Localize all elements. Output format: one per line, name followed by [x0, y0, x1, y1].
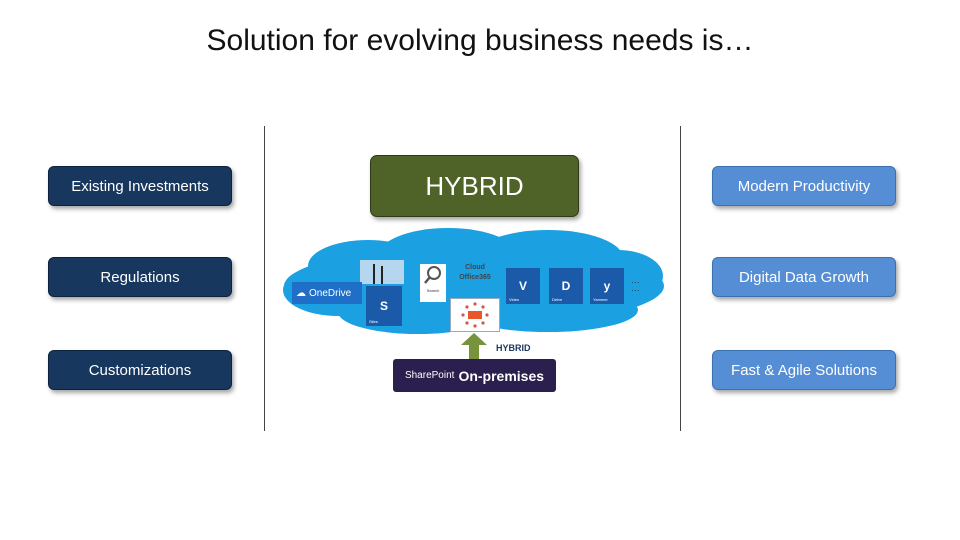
cloud-office365: ☁ OneDrive S Sites Search Cloud Office36…	[278, 228, 670, 340]
left-divider	[264, 126, 265, 431]
onprem-prefix: SharePoint	[404, 370, 455, 381]
right-item-digital-data-growth: Digital Data Growth	[712, 257, 896, 297]
slide-title: Solution for evolving business needs is…	[206, 24, 754, 57]
left-item-customizations: Customizations	[48, 350, 232, 390]
sites-caption: Sites	[369, 319, 378, 324]
delve-tile: D Delve	[549, 268, 583, 304]
search-caption: Search	[426, 288, 440, 293]
onedrive-label: OneDrive	[309, 287, 352, 299]
hybrid-box: HYBRID	[370, 155, 579, 217]
delve-caption: Delve	[552, 297, 563, 302]
up-arrow-icon	[461, 333, 487, 359]
yammer-caption: Yammer	[593, 297, 608, 302]
cloud-office365-label: Cloud Office365	[455, 263, 495, 283]
yammer-tile: y Yammer	[590, 268, 624, 304]
onedrive-cloud-icon: ☁	[296, 287, 306, 299]
right-item-modern-productivity: Modern Productivity	[712, 166, 896, 206]
cloud-label-line1: Cloud	[465, 264, 485, 271]
arrow-hybrid-label: HYBRID	[496, 343, 531, 353]
ellipsis-top: …	[631, 275, 640, 285]
sharepoint-icon: S	[379, 299, 388, 313]
left-item-regulations: Regulations	[48, 257, 232, 297]
ellipsis-bottom: …	[631, 283, 640, 293]
video-caption: Video	[509, 297, 520, 302]
more-ellipsis: … …	[631, 275, 640, 293]
video-tile: V Video	[506, 268, 540, 304]
search-tile: Search	[420, 264, 446, 302]
video-icon: V	[518, 279, 527, 293]
office365-box	[450, 298, 500, 332]
cloud-label-line2: Office365	[459, 274, 491, 281]
yammer-icon: y	[603, 279, 611, 293]
search-icon	[424, 266, 441, 284]
delve-icon: D	[561, 279, 571, 293]
office365-icon	[461, 302, 489, 328]
sites-tile: S Sites	[366, 286, 402, 326]
onprem-main: On-premises	[458, 367, 545, 384]
onedrive-tile: ☁ OneDrive	[292, 282, 362, 304]
right-item-fast-agile-solutions: Fast & Agile Solutions	[712, 350, 896, 390]
right-divider	[680, 126, 681, 431]
sharepoint-onpremises-logo: SharePoint On-premises	[393, 359, 556, 392]
left-item-existing-investments: Existing Investments	[48, 166, 232, 206]
